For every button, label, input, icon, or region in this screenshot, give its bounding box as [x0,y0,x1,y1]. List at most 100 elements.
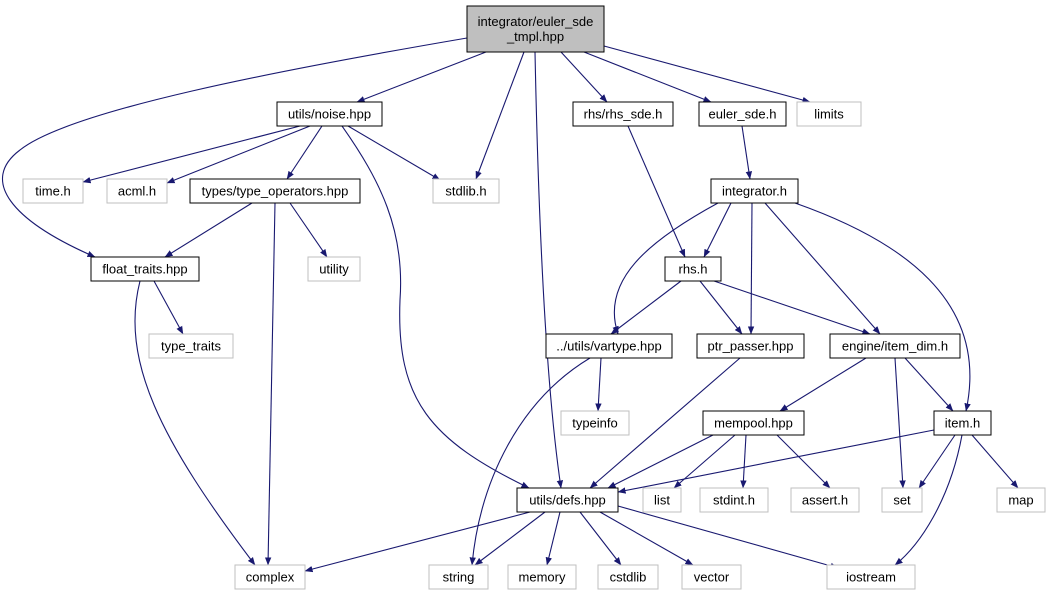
node-complex: complex [234,564,306,590]
edge-item_dim-to-set [894,357,906,489]
node-box-integrator [710,178,799,204]
node-box-type_traits [148,333,234,359]
node-box-stdint [699,487,769,513]
node-box-time [22,178,84,204]
node-stdlib: stdlib.h [432,178,500,204]
node-box-complex [234,564,306,590]
node-time: time.h [22,178,84,204]
edge-rhs_sde-to-rhs [627,125,686,258]
edge-defs-to-vector [599,511,694,566]
node-box-euler_sde [698,101,787,127]
edge-defs-to-string [474,511,546,566]
node-label-utility: utility [319,262,349,277]
edge-root-to-defs [534,51,564,489]
node-label-float_traits: float_traits.hpp [102,262,187,277]
node-label-integrator: integrator.h [722,184,787,199]
edge-item-to-defs [617,429,935,494]
edge-mempool-to-stdint [740,434,747,489]
edge-noise-to-stdlib [347,125,441,181]
node-label-typeinfo: typeinfo [572,416,618,431]
edge-type_ops-to-complex [264,202,276,566]
node-box-map [996,487,1046,513]
node-layer: integrator/euler_sde_tmpl.hpp utils/noise… [22,5,1046,590]
edge-root-to-euler_sde [583,51,712,103]
node-vector: vector [681,564,742,590]
node-label-stdlib: stdlib.h [445,184,486,199]
node-type_traits: type_traits [148,333,234,359]
node-defs[interactable]: utils/defs.hpp [516,487,619,513]
node-box-string [428,564,489,590]
node-map: map [996,487,1046,513]
edge-ptr_passer-to-defs [589,357,741,489]
edge-noise-to-type_ops [286,125,323,180]
edge-rhs-to-ptr_passer [699,280,743,335]
edge-defs-to-memory [545,511,561,566]
node-box-vector [681,564,742,590]
node-typeinfo: typeinfo [560,410,630,436]
node-item_dim[interactable]: engine/item_dim.h [829,333,961,359]
edge-rhs-to-vartype [610,280,682,335]
node-box-item_dim [829,333,961,359]
node-box-stdlib [432,178,500,204]
node-mempool[interactable]: mempool.hpp [702,410,805,436]
edge-defs-to-complex [304,511,531,573]
node-box-noise [276,101,383,127]
node-box-utility [307,256,361,282]
node-set: set [881,487,923,513]
node-label-defs: utils/defs.hpp [529,493,606,508]
node-noise[interactable]: utils/noise.hpp [276,101,383,127]
node-type_ops[interactable]: types/type_operators.hpp [189,178,361,204]
edge-defs-to-cstdlib [579,511,622,566]
edge-root-to-float_traits [1,37,468,258]
node-box-set [881,487,923,513]
edge-integrator-to-ptr_passer [747,202,755,335]
edge-vartype-to-string [469,357,591,566]
node-box-cstdlib [597,564,659,590]
node-root[interactable]: integrator/euler_sde_tmpl.hpp [466,5,605,53]
node-box-assert [790,487,860,513]
node-label-assert: assert.h [802,493,848,508]
node-integrator[interactable]: integrator.h [710,178,799,204]
node-label-stdint: stdint.h [713,493,755,508]
node-label-string: string [443,570,475,585]
edge-defs-to-iostream [617,505,839,570]
node-label-type_traits: type_traits [161,339,221,354]
node-utility: utility [307,256,361,282]
node-box-type_ops [189,178,361,204]
edge-integrator-to-item_dim [764,202,881,335]
node-vartype[interactable]: ../utils/vartype.hpp [545,333,673,359]
node-label-euler_sde: euler_sde.h [709,107,777,122]
node-item[interactable]: item.h [933,410,992,436]
node-rhs[interactable]: rhs.h [664,256,722,282]
edge-float_traits-to-complex [134,280,256,566]
edge-item-to-iostream [894,434,963,566]
node-assert: assert.h [790,487,860,513]
node-label-vartype: ../utils/vartype.hpp [556,339,662,354]
node-euler_sde[interactable]: euler_sde.h [698,101,787,127]
edge-layer [1,37,1019,573]
node-label-map: map [1008,493,1033,508]
node-memory: memory [507,564,577,590]
node-label-complex: complex [246,570,295,585]
node-box-acml [106,178,168,204]
node-ptr_passer[interactable]: ptr_passer.hpp [696,333,805,359]
node-label-type_ops: types/type_operators.hpp [202,184,349,199]
node-acml: acml.h [106,178,168,204]
node-label-set: set [893,493,911,508]
node-label-time: time.h [35,184,70,199]
node-string: string [428,564,489,590]
node-float_traits[interactable]: float_traits.hpp [90,256,200,282]
node-label-mempool: mempool.hpp [714,416,793,431]
edge-mempool-to-defs [607,434,714,489]
node-label-acml: acml.h [118,184,156,199]
edge-noise-to-acml [166,125,311,184]
node-label-noise: utils/noise.hpp [288,107,371,122]
node-label-list: list [654,493,670,508]
node-rhs_sde[interactable]: rhs/rhs_sde.h [572,101,674,127]
edge-root-to-noise [356,51,487,103]
node-box-list [642,487,682,513]
node-limits: limits [796,101,862,127]
node-label-iostream: iostream [846,570,896,585]
edge-integrator-to-rhs [703,202,732,258]
